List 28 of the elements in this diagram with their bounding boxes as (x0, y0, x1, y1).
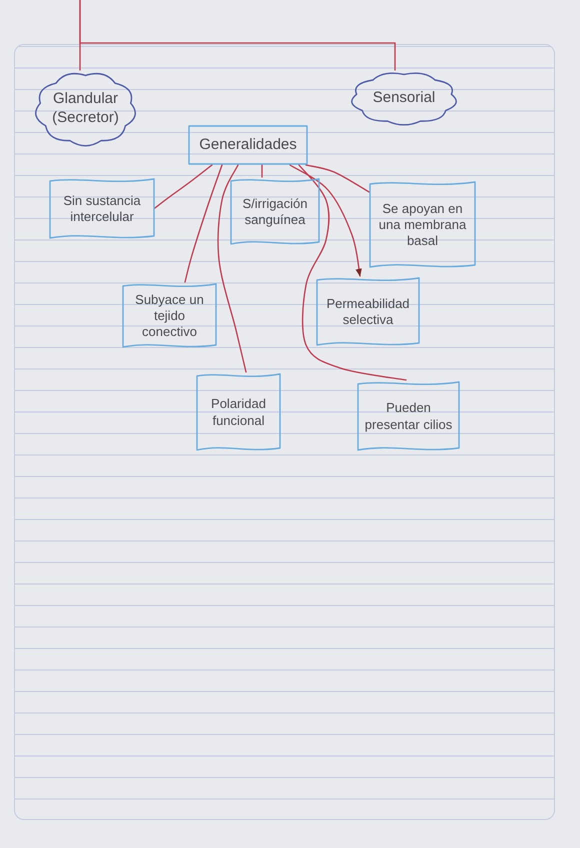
connector-line (298, 164, 407, 381)
cloud-node (349, 70, 459, 127)
node-text: Subyace un tejido conectivo (134, 292, 205, 340)
node-text: Glandular (Secretor) (51, 90, 120, 128)
concept-box (369, 180, 476, 270)
connector-line (154, 164, 213, 209)
concept-box (230, 177, 320, 247)
node-text: Permeabilidad selectiva (325, 296, 411, 328)
concept-box (316, 276, 420, 348)
connector-line (217, 164, 247, 373)
connector-line (289, 164, 362, 277)
node-text: Polaridad funcional (210, 396, 267, 429)
concept-box (122, 282, 217, 350)
node-text: Generalidades (199, 136, 297, 154)
connector-line (261, 164, 263, 178)
node-text: Se apoyan en una membrana basal (378, 200, 468, 250)
cloud-node (33, 70, 138, 148)
node-text: Sin sustancia intercelular (62, 192, 142, 226)
concept-box (357, 380, 460, 453)
node-text: Pueden presentar cilios (364, 400, 454, 433)
node-text: Sensorial (372, 89, 436, 108)
connector-line (79, 0, 396, 71)
concept-box (188, 125, 308, 165)
node-text: S/irrigación sanguínea (241, 196, 309, 228)
connector-line (305, 164, 370, 193)
connector-line (184, 164, 223, 283)
concept-box (196, 372, 281, 453)
concept-box (49, 177, 155, 241)
